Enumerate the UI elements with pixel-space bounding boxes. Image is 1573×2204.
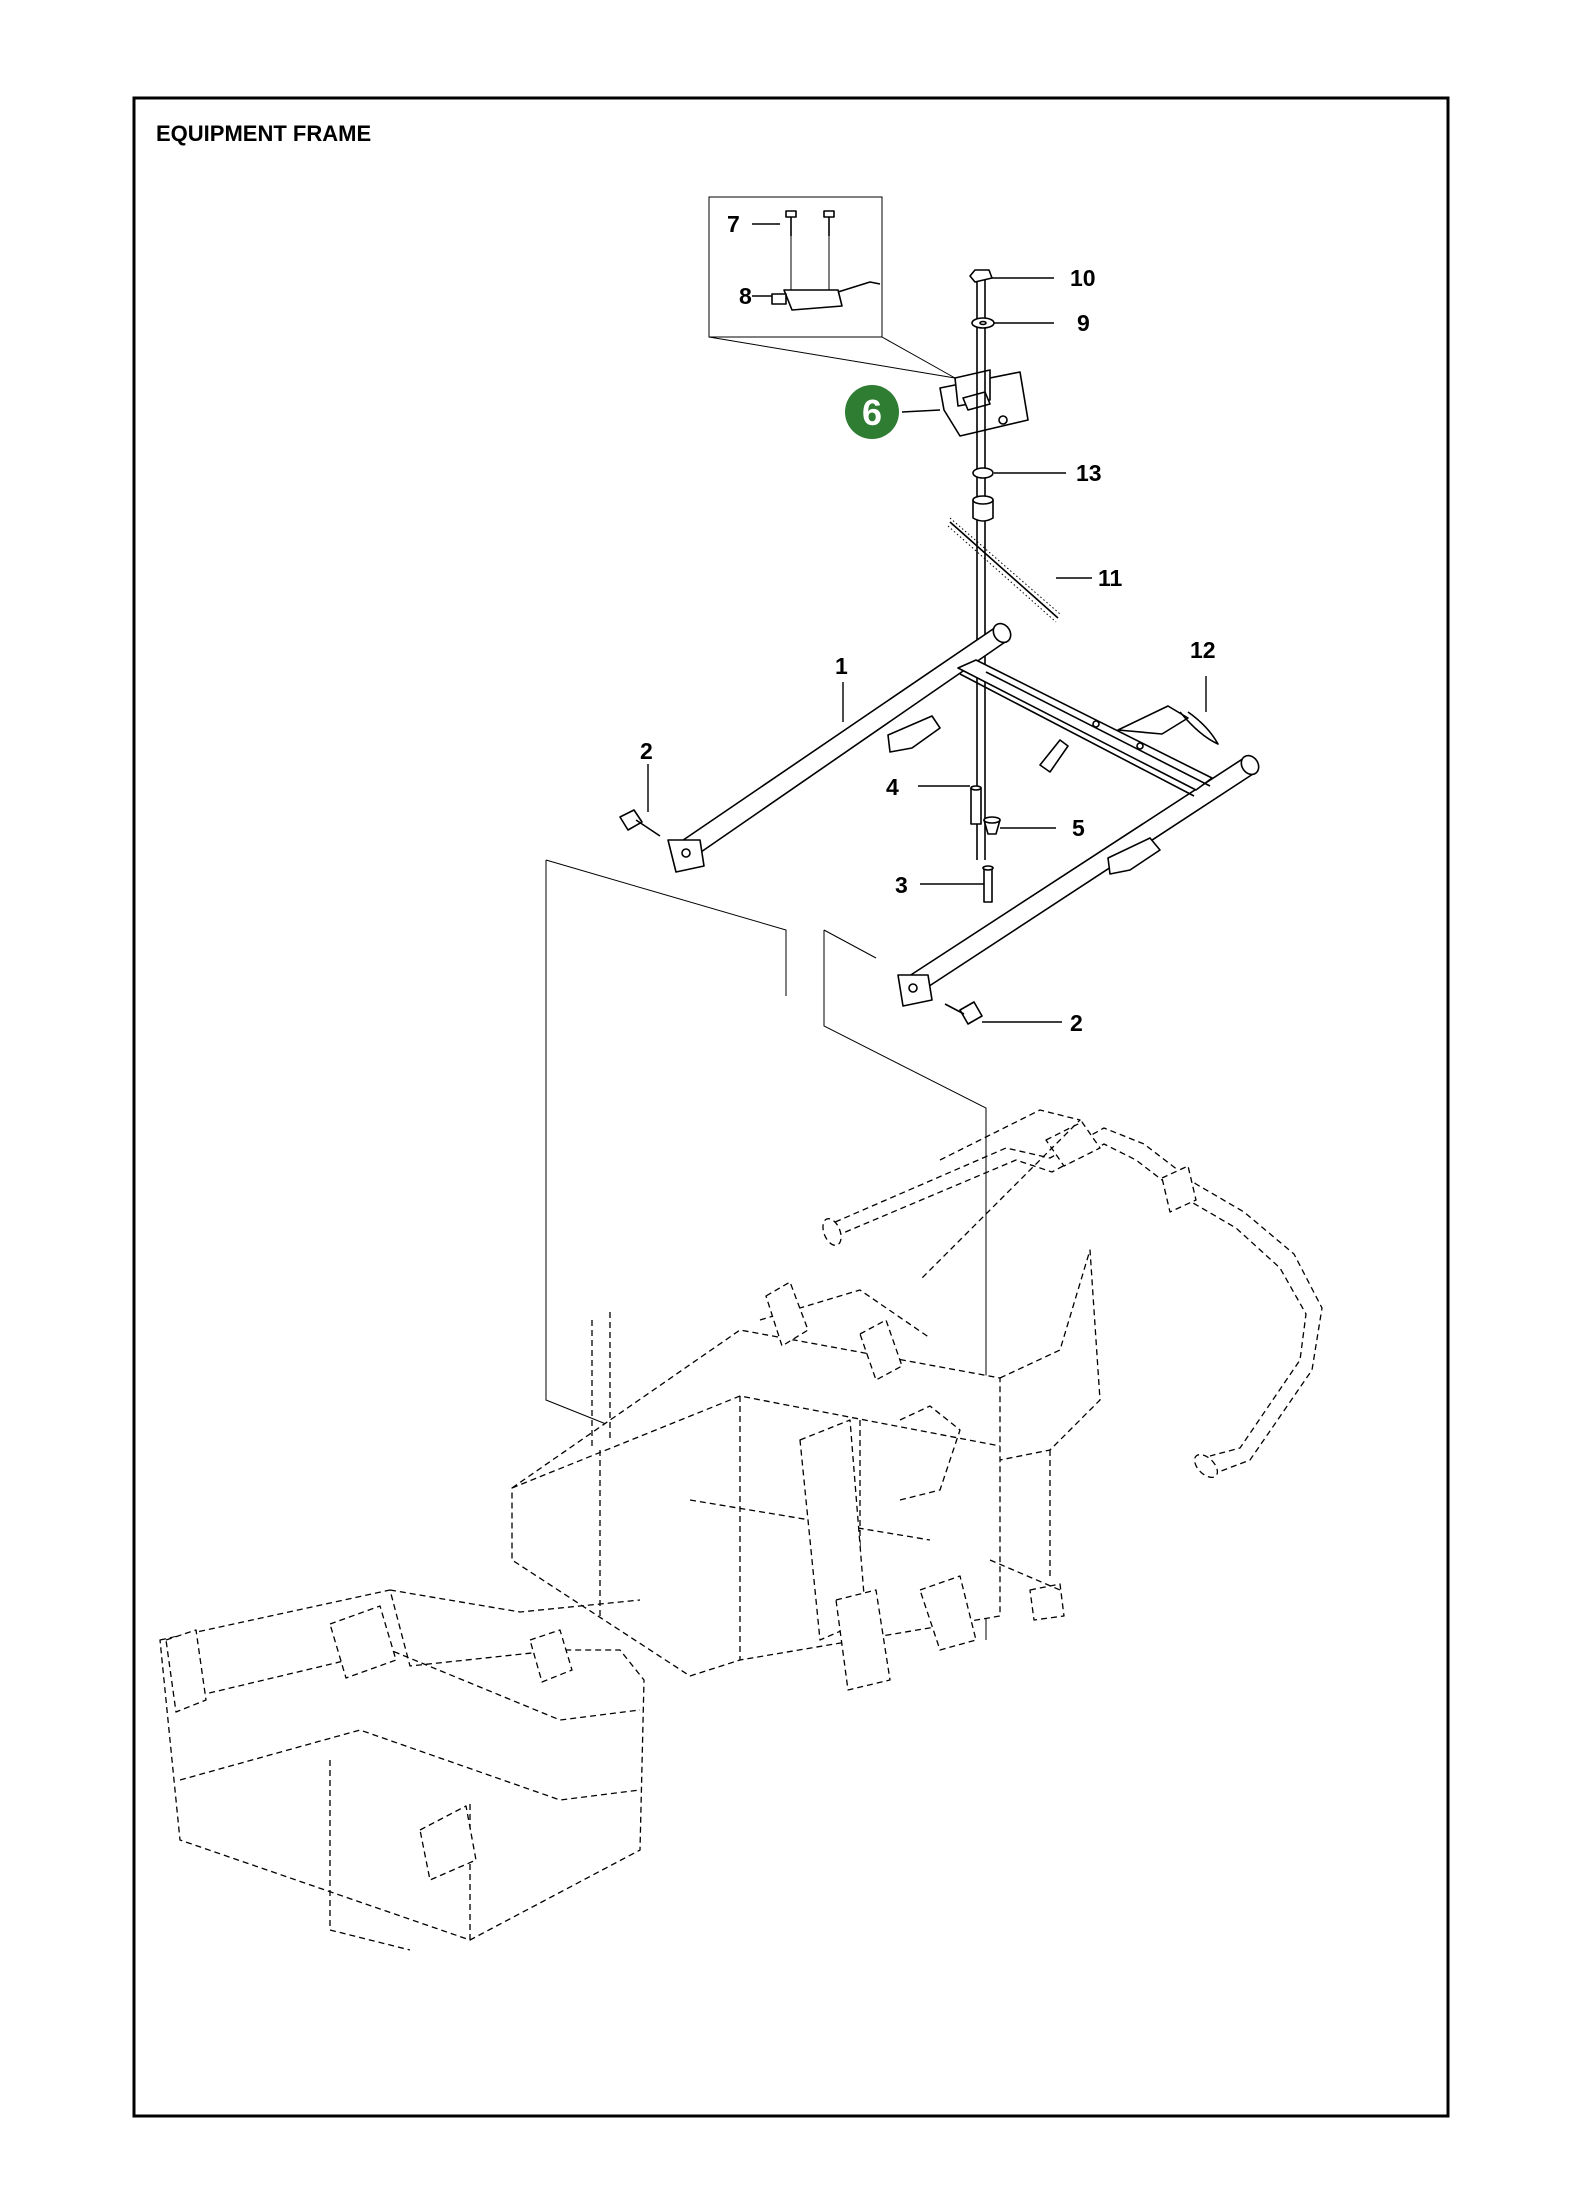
callout-13[interactable]: 13 (1076, 460, 1102, 486)
highlight-label: 6 (862, 392, 882, 433)
assembly-reference-lines (545, 859, 987, 1640)
screw-part[interactable] (823, 210, 835, 236)
pin-part[interactable] (982, 865, 994, 903)
micro-switch-part[interactable] (771, 236, 881, 311)
highlight-callout-6[interactable]: 6 (845, 385, 899, 439)
screw-part[interactable] (785, 210, 797, 236)
callout-7[interactable]: 7 (727, 211, 740, 237)
vertical-rod[interactable] (976, 280, 986, 860)
switch-bracket-part[interactable] (939, 369, 1029, 437)
pin-part[interactable] (970, 785, 982, 825)
callout-labels: 7 8 10 9 13 11 12 1 2 4 5 3 2 (640, 211, 1216, 1036)
washer-part[interactable] (971, 317, 995, 329)
spring-part[interactable] (947, 517, 1061, 623)
callout-12[interactable]: 12 (1190, 637, 1216, 663)
callout-5[interactable]: 5 (1072, 815, 1085, 841)
spacer-part[interactable] (972, 495, 994, 522)
tractor-chassis-reference (159, 1109, 1323, 1951)
equipment-frame-part[interactable] (667, 620, 1262, 1007)
callout-1[interactable]: 1 (835, 653, 848, 679)
callout-8[interactable]: 8 (739, 283, 752, 309)
hairpin-clip-part[interactable] (1179, 711, 1219, 745)
callout-9[interactable]: 9 (1077, 310, 1090, 336)
callout-2-left[interactable]: 2 (640, 738, 653, 764)
callout-10[interactable]: 10 (1070, 265, 1096, 291)
bolt-part[interactable] (944, 1001, 983, 1025)
washer-part[interactable] (972, 467, 994, 479)
page-frame (132, 96, 1450, 2118)
nut-part[interactable] (969, 269, 993, 283)
callout-4[interactable]: 4 (886, 774, 899, 800)
detail-inset (708, 196, 956, 379)
bushing-part[interactable] (983, 816, 1001, 835)
highlight-badge (845, 385, 899, 439)
callout-leaders (647, 223, 1207, 1023)
callout-2-right[interactable]: 2 (1070, 1010, 1083, 1036)
bolt-part[interactable] (619, 809, 661, 837)
diagram-title: EQUIPMENT FRAME (156, 121, 371, 146)
callout-11[interactable]: 11 (1098, 565, 1123, 591)
callout-3[interactable]: 3 (895, 872, 908, 898)
